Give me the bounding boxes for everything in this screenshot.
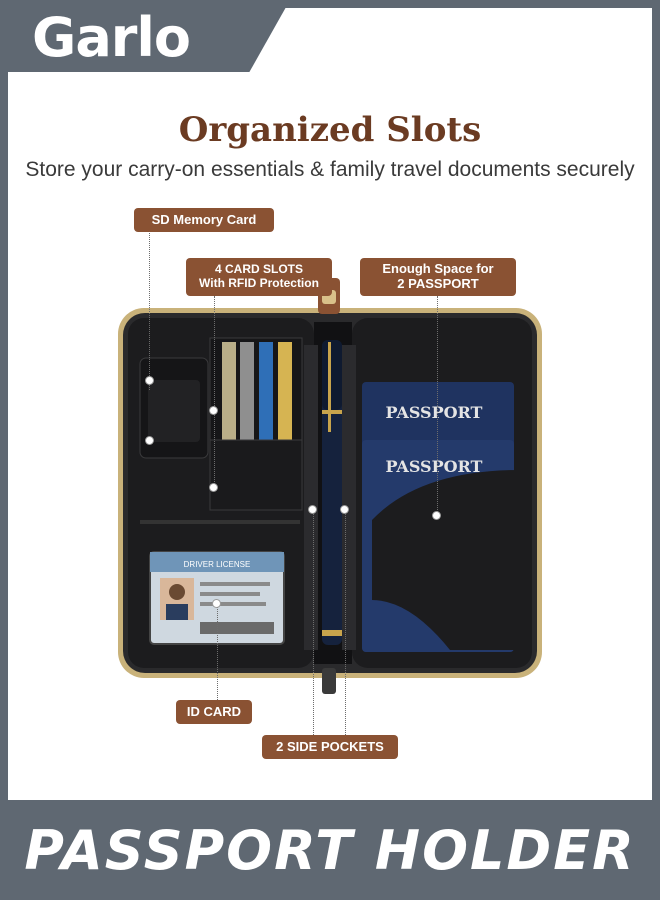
passport-label-1: PASSPORT — [386, 403, 483, 422]
passport-pocket — [372, 470, 520, 650]
marker-passport — [433, 512, 440, 519]
callout-sd-card: SD Memory Card — [134, 208, 274, 232]
headline: Organized Slots — [178, 110, 482, 150]
leader-side-pocket-left — [313, 510, 314, 735]
brand-logo: Garlo — [32, 6, 191, 69]
marker-pocket-right — [341, 506, 348, 513]
license-label: DRIVER LICENSE — [184, 560, 251, 569]
callout-passport-space: Enough Space for 2 PASSPORT — [360, 258, 516, 296]
leader-sd-card — [149, 230, 150, 390]
leader-card-slots — [214, 296, 215, 486]
leader-side-pocket-right — [345, 510, 346, 735]
marker-card-2 — [210, 484, 217, 491]
callout-id-card: ID CARD — [176, 700, 252, 724]
subheadline: Store your carry-on essentials & family … — [25, 158, 635, 181]
marker-id — [213, 600, 220, 607]
marker-card-1 — [210, 407, 217, 414]
leader-passport — [437, 296, 438, 516]
pen — [322, 340, 342, 645]
footer-title: PASSPORT HOLDER — [24, 818, 636, 882]
leader-id-card — [217, 600, 218, 700]
footer-banner: PASSPORT HOLDER — [0, 800, 660, 900]
callout-side-pockets: 2 SIDE POCKETS — [262, 735, 398, 759]
marker-pocket-left — [309, 506, 316, 513]
marker-sd-1 — [146, 377, 153, 384]
side-pocket-left — [304, 345, 318, 650]
marker-sd-2 — [146, 437, 153, 444]
callout-card-slots: 4 CARD SLOTS With RFID Protection — [186, 258, 332, 296]
brand-tab — [0, 0, 290, 72]
passport-label-2: PASSPORT — [386, 457, 483, 476]
